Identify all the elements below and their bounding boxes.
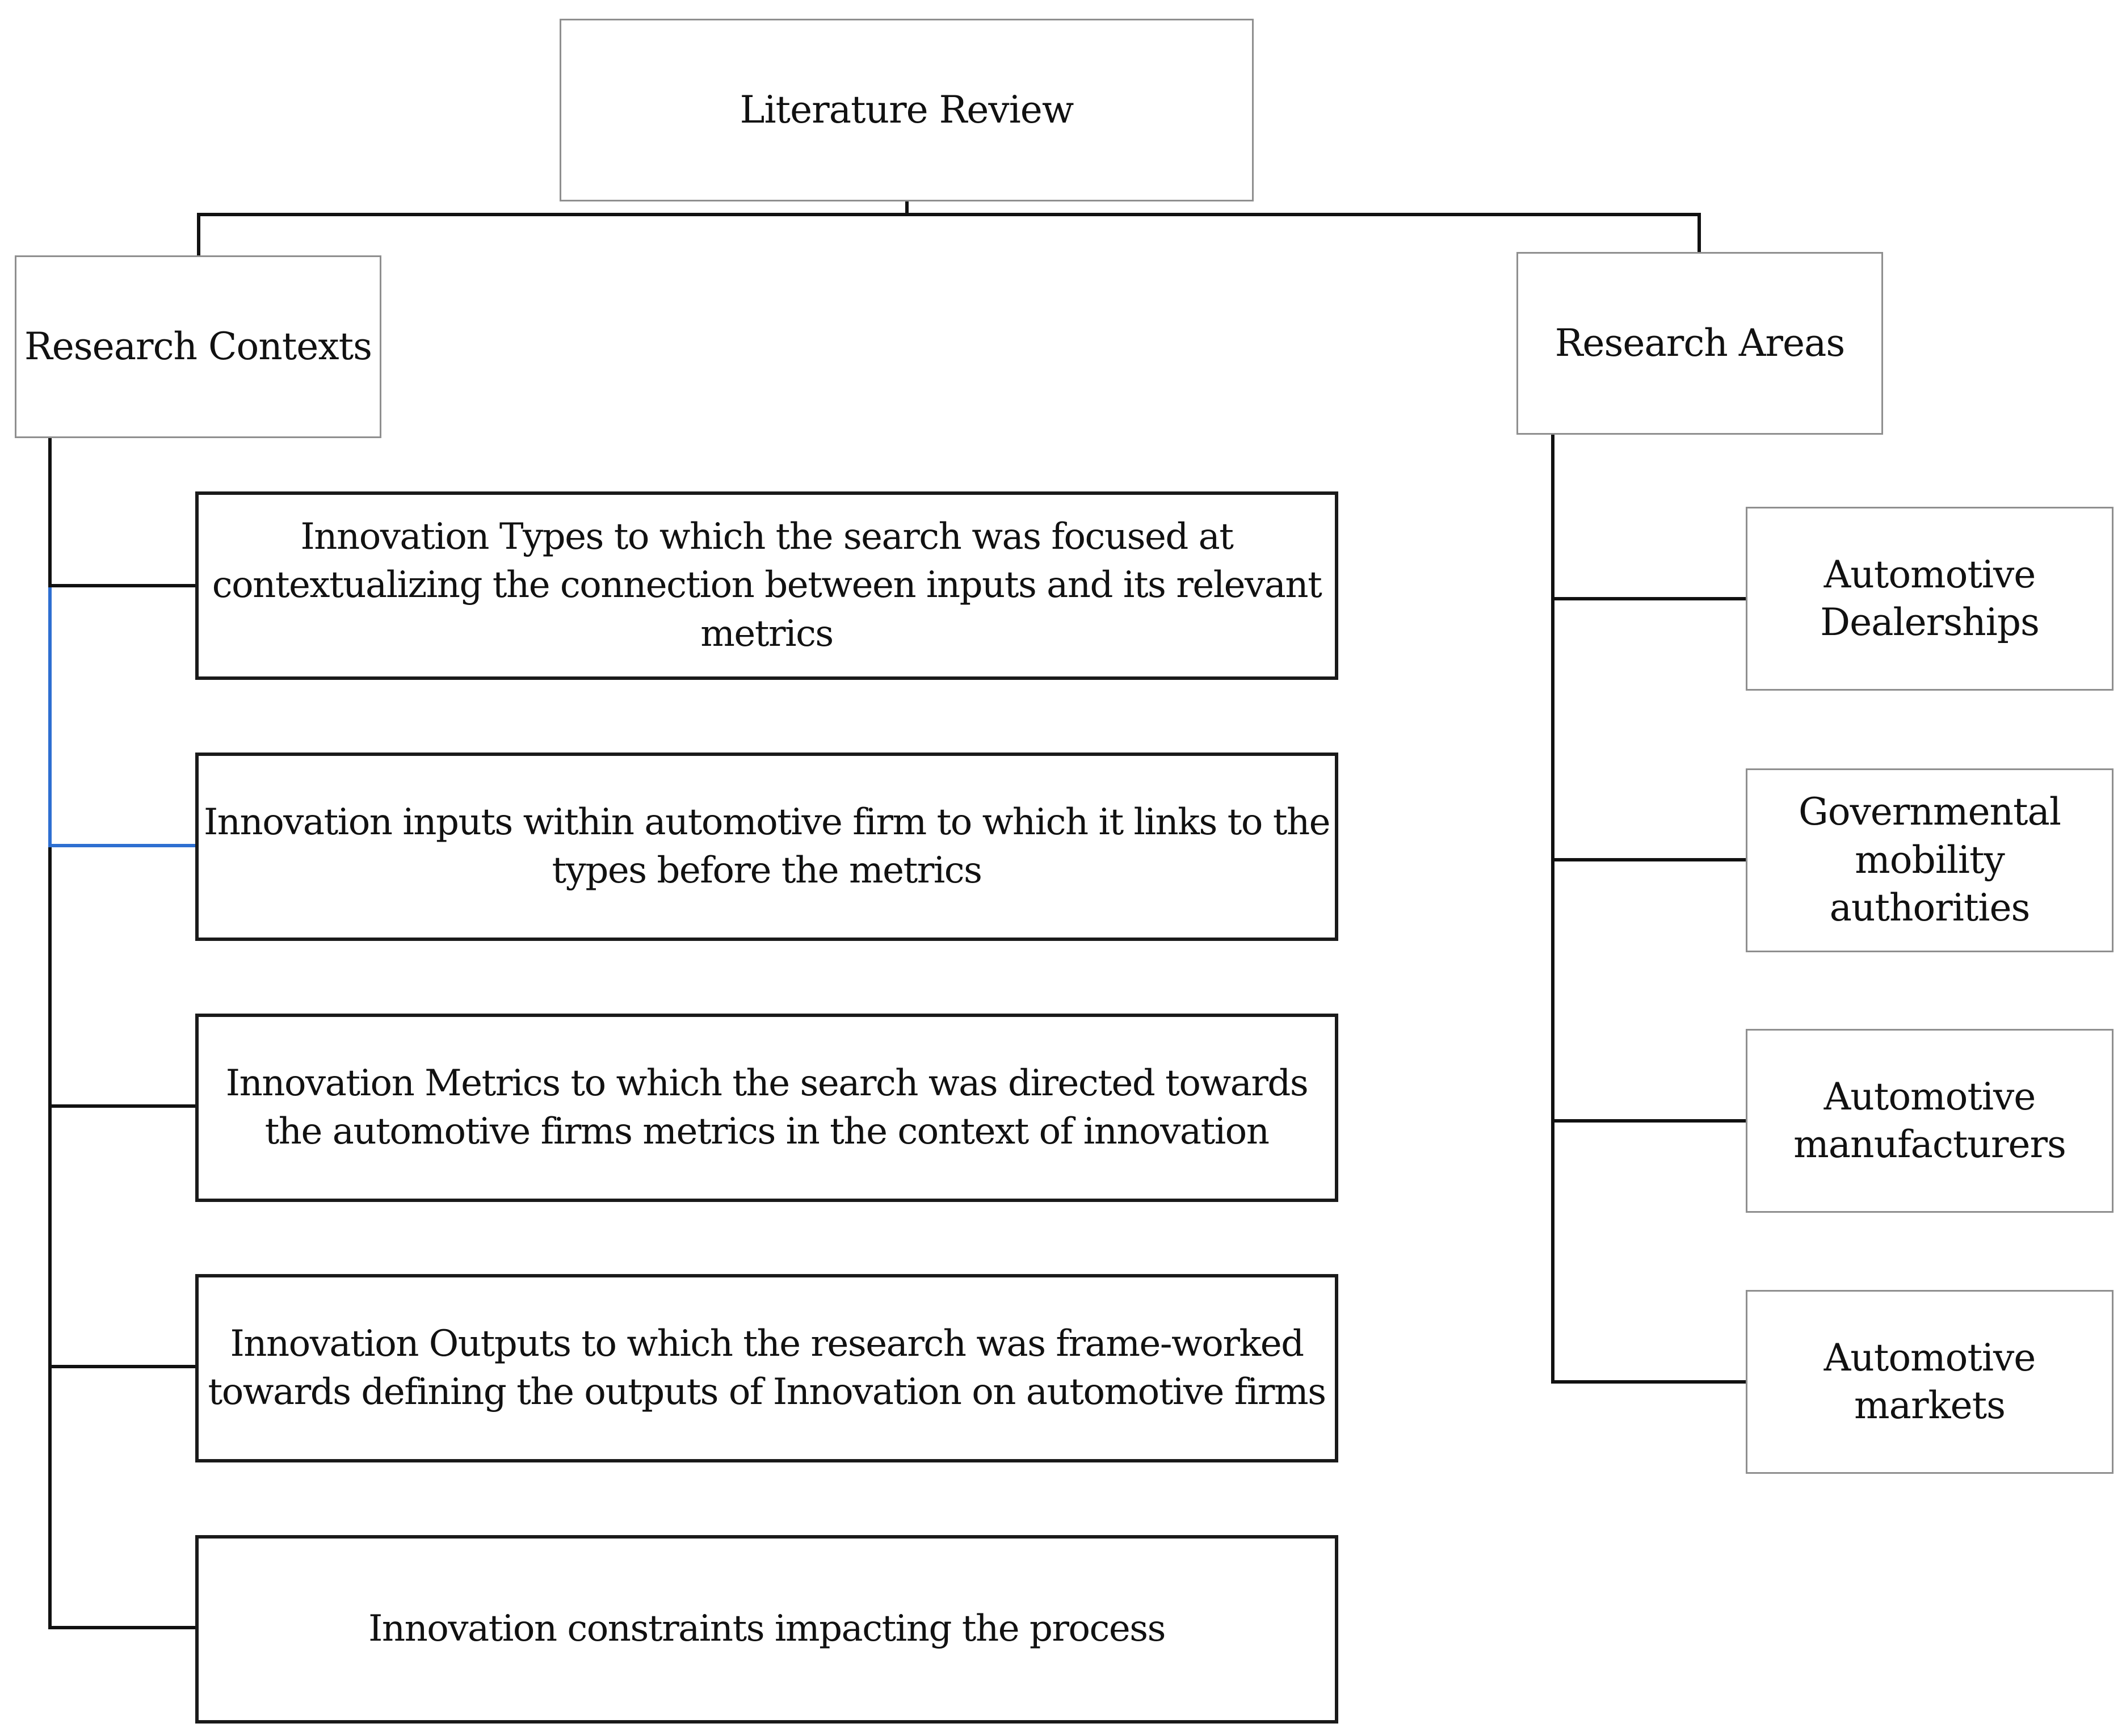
area-item-label: Governmental mobility authorities: [1799, 790, 2061, 930]
area-item-automotive-dealerships: Automotive Dealerships: [1746, 507, 2114, 691]
root-node-label: Literature Review: [740, 87, 1074, 132]
context-item-innovation-inputs: Innovation inputs within automotive firm…: [195, 753, 1338, 941]
area-item-automotive-manufacturers: Automotive manufacturers: [1746, 1029, 2114, 1213]
root-node-box: Literature Review: [560, 19, 1254, 201]
branch-research-contexts-box: Research Contexts: [15, 255, 381, 438]
area-item-label: Automotive markets: [1824, 1335, 2036, 1427]
branch-research-contexts-label: Research Contexts: [24, 324, 372, 368]
area-item-label: Automotive Dealerships: [1820, 552, 2040, 644]
context-item-label: Innovation inputs within automotive firm…: [203, 801, 1331, 892]
area-item-governmental-mobility-authorities: Governmental mobility authorities: [1746, 768, 2114, 952]
connector-contexts-trunk-highlight: [48, 584, 197, 847]
context-item-innovation-metrics: Innovation Metrics to which the search w…: [195, 1014, 1338, 1202]
connector-areas: [1551, 433, 1747, 1384]
context-item-label: Innovation Outputs to which the research…: [208, 1322, 1326, 1413]
branch-research-areas-box: Research Areas: [1516, 252, 1883, 435]
connector-contexts-trunk: [48, 436, 197, 1629]
context-item-innovation-types: Innovation Types to which the search was…: [195, 491, 1338, 680]
context-item-label: Innovation Metrics to which the search w…: [225, 1062, 1309, 1153]
connector-root-to-branches: [197, 200, 1701, 257]
connector-contexts-branches: [48, 584, 197, 1368]
context-item-innovation-outputs: Innovation Outputs to which the research…: [195, 1274, 1338, 1462]
context-item-label: Innovation constraints impacting the pro…: [368, 1608, 1166, 1650]
area-item-automotive-markets: Automotive markets: [1746, 1290, 2114, 1474]
context-item-label: Innovation Types to which the search was…: [212, 516, 1322, 655]
branch-research-areas-label: Research Areas: [1554, 321, 1846, 365]
area-item-label: Automotive manufacturers: [1793, 1074, 2066, 1166]
context-item-innovation-constraints: Innovation constraints impacting the pro…: [195, 1535, 1338, 1724]
